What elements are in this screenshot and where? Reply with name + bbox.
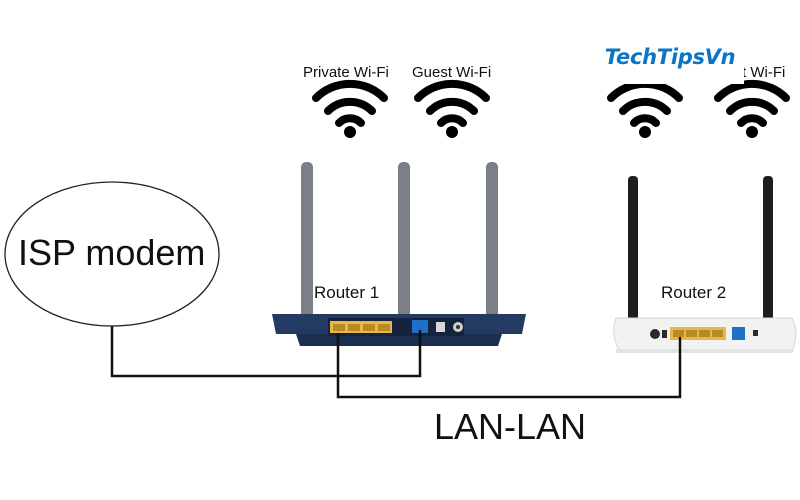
router-2-antenna: [628, 176, 638, 330]
router-2-antenna: [763, 176, 773, 330]
router-1-antenna: [398, 162, 410, 322]
router-1-lan-ports: [330, 321, 392, 333]
lan-lan-label: LAN-LAN: [434, 406, 587, 447]
techtipsvn-logo: TechTipsVn: [596, 30, 744, 84]
cables: [110, 326, 682, 399]
router-1-label: Router 1: [314, 283, 380, 302]
wifi-icon: [414, 79, 490, 138]
wifi-label-guest: Guest Wi-Fi: [412, 64, 492, 81]
router-2: [613, 176, 797, 353]
router-2-wan-port: [732, 327, 745, 340]
isp-modem-label: ISP modem: [18, 232, 206, 273]
wifi-label-guest-partial: t Wi-Fi: [742, 64, 786, 81]
router-1-wan-port: [412, 320, 428, 333]
wifi-icon: [312, 79, 388, 138]
wifi-label-private: Private Wi-Fi: [303, 64, 389, 81]
wifi-icon: [714, 79, 790, 138]
router-1: [272, 162, 526, 346]
router-2-label: Router 2: [661, 283, 727, 302]
router-1-antenna: [486, 162, 498, 322]
cable-isp-to-router1-wan: [110, 326, 422, 378]
cable-lan-to-lan: [336, 333, 682, 399]
wifi-icon: [607, 79, 683, 138]
router-1-antenna: [301, 162, 313, 322]
